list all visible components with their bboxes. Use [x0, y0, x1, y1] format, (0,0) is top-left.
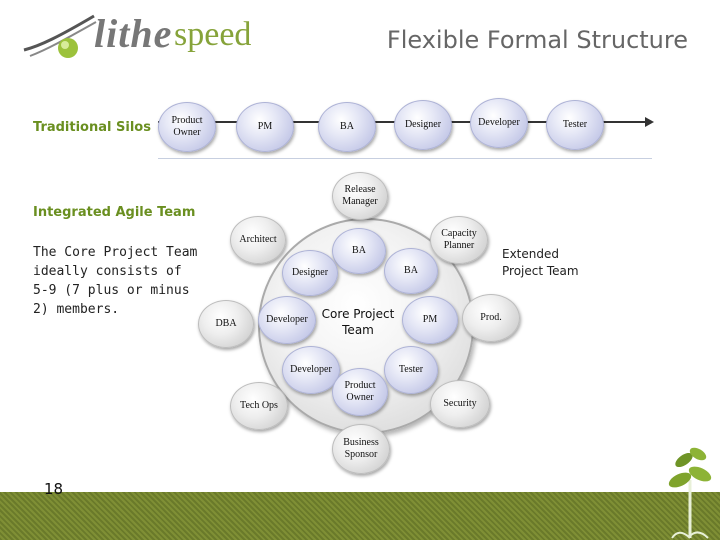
seedling-icon	[668, 447, 712, 539]
footer-band	[0, 492, 720, 540]
node-label: PM	[257, 121, 273, 132]
silo-node-tester: Tester	[546, 100, 604, 150]
section-divider	[158, 158, 652, 159]
slide-title: Flexible Formal Structure	[386, 26, 688, 54]
node-label: Tester	[562, 119, 588, 130]
silo-node-ba: BA	[318, 102, 376, 152]
core-project-team-label: Core Project Team	[321, 307, 395, 337]
node-label: Release Manager	[342, 184, 378, 207]
ext-node-architect: Architect	[230, 216, 286, 264]
core-node-tester: Tester	[384, 346, 438, 394]
core-node-designer: Designer	[282, 250, 338, 296]
node-label: Developer	[478, 117, 520, 128]
node-label: BA	[340, 121, 354, 132]
page-number: 18	[44, 480, 64, 498]
node-label: PM	[422, 314, 438, 325]
core-node-product-owner: Product Owner	[332, 368, 388, 416]
node-label: Designer	[291, 267, 329, 278]
integrated-agile-team-label: Integrated Agile Team	[33, 205, 196, 220]
core-node-developer-bottom: Developer	[282, 346, 340, 394]
node-label: Developer	[266, 314, 308, 325]
logo-text-speed: speed	[174, 16, 252, 53]
node-label: Designer	[404, 119, 442, 130]
node-label: Product Owner	[344, 380, 376, 403]
silo-arrow-head-icon	[645, 117, 654, 127]
ext-node-business-sponsor: Business Sponsor	[332, 424, 390, 474]
node-label: Product Owner	[171, 115, 203, 138]
ext-node-security: Security	[430, 380, 490, 428]
core-node-ba-top: BA	[332, 228, 386, 274]
silo-node-designer: Designer	[394, 100, 452, 150]
silo-node-developer: Developer	[470, 98, 528, 148]
silo-node-pm: PM	[236, 102, 294, 152]
node-label: Developer	[290, 364, 332, 375]
core-node-developer-left: Developer	[258, 296, 316, 344]
node-label: Prod.	[480, 312, 502, 323]
traditional-silos-label: Traditional Silos	[33, 120, 151, 135]
node-label: Security	[443, 398, 477, 409]
node-label: Tech Ops	[240, 400, 278, 411]
ext-node-prod: Prod.	[462, 294, 520, 342]
lithespeed-logo: lithe speed	[20, 6, 260, 66]
node-label: BA	[404, 265, 418, 276]
node-label: BA	[352, 245, 366, 256]
node-label: Capacity Planner	[441, 228, 477, 251]
ext-node-tech-ops: Tech Ops	[230, 382, 288, 430]
extended-project-team-label: Extended Project Team	[502, 247, 579, 278]
logo-text-lithe: lithe	[94, 11, 173, 56]
node-label: Business Sponsor	[343, 437, 379, 460]
node-label: DBA	[215, 318, 237, 329]
ext-node-release-manager: Release Manager	[332, 172, 388, 220]
node-label: Tester	[398, 364, 424, 375]
core-node-pm: PM	[402, 296, 458, 344]
logo-swoosh-icon	[23, 14, 97, 58]
core-team-description: The Core Project Team ideally consists o…	[33, 245, 198, 317]
ext-node-dba: DBA	[198, 300, 254, 348]
silo-node-product-owner: Product Owner	[158, 102, 216, 152]
core-node-ba-right: BA	[384, 248, 438, 294]
node-label: Architect	[239, 234, 277, 245]
ext-node-capacity-planner: Capacity Planner	[430, 216, 488, 264]
